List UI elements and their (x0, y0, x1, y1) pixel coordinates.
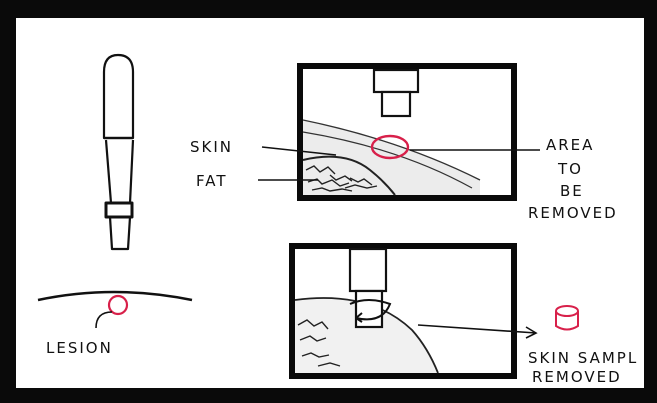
punch-barrel (106, 140, 133, 203)
label-sample-line1: SKIN SAMPL (528, 349, 638, 367)
punch-collar (106, 203, 132, 217)
panel-area-to-remove (300, 66, 514, 198)
lesion-pointer (96, 312, 112, 328)
punch-instrument (104, 55, 133, 249)
panel-punch-rotation (292, 246, 514, 376)
label-area-line1: AREA (546, 136, 594, 154)
label-area-line4: REMOVED (528, 204, 618, 222)
label-area-line3: BE (560, 182, 584, 200)
punch-blade (110, 217, 130, 249)
label-skin: SKIN (190, 138, 233, 156)
label-area-line2: TO (557, 160, 583, 178)
label-fat: FAT (196, 172, 228, 190)
punch-handle (104, 55, 133, 138)
skin-sample-cylinder (556, 306, 578, 330)
label-lesion: LESION (46, 339, 113, 357)
lesion-sketch: LESION (38, 292, 192, 357)
label-sample-line2: REMOVED (532, 368, 622, 386)
